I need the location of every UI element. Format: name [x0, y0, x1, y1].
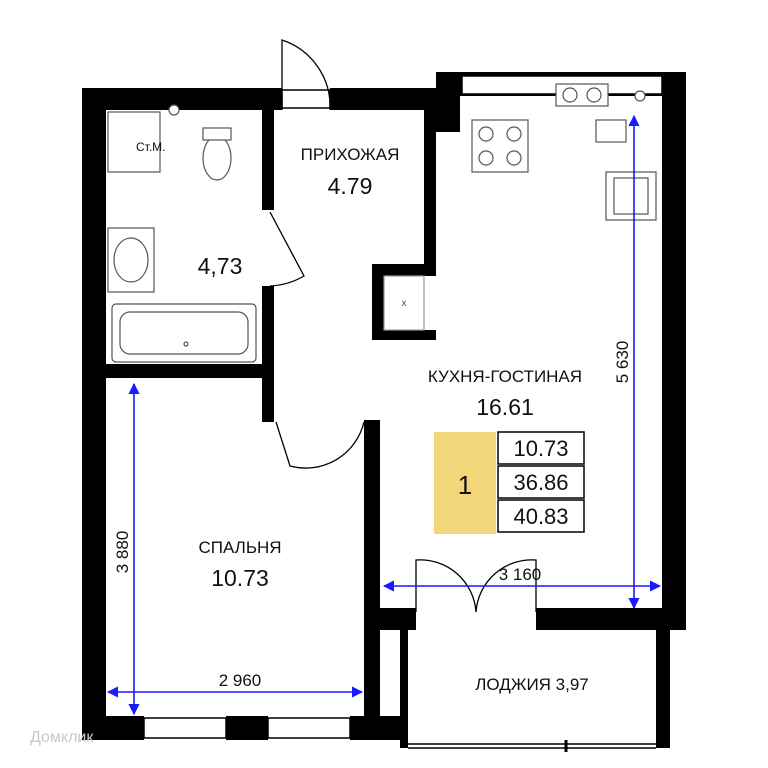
bathroom-area: 4,73: [198, 253, 243, 279]
loggia-label: ЛОДЖИЯ 3,97: [475, 675, 589, 694]
top-wall-hall: [330, 88, 440, 110]
partition-bedroom-living: [364, 420, 380, 720]
loggia-wall-right: [536, 608, 686, 630]
shaft-bottom: [372, 330, 436, 340]
sink-icon: [113, 237, 149, 283]
ventilation-shaft: [383, 275, 425, 331]
window-bedroom-2: [267, 717, 351, 739]
left-outer-wall: [82, 88, 106, 736]
loggia-wall-left: [380, 608, 416, 630]
bedroom-door: [275, 421, 365, 469]
loggia-left-wall: [400, 608, 408, 748]
windows: [143, 75, 663, 752]
right-outer-wall: [662, 72, 686, 612]
svg-text:x: x: [402, 298, 407, 309]
bottom-wall-mid: [226, 716, 268, 740]
watermark-text: Домклик: [30, 729, 94, 746]
dim-bedroom-width: 2 960: [219, 671, 262, 690]
washing-machine: [107, 111, 161, 173]
entrance-door: [281, 39, 331, 111]
partition-bath-bedroom: [82, 364, 274, 378]
window-bedroom-1: [143, 717, 227, 739]
walls: [82, 72, 686, 748]
loggia-right-wall: [656, 608, 670, 748]
kitchen-living-name: КУХНЯ-ГОСТИНАЯ: [428, 367, 582, 386]
loggia-door-left: [415, 559, 477, 613]
window-hall: [281, 89, 331, 109]
kitchen-living-area: 16.61: [476, 394, 534, 420]
fixtures: x: [107, 83, 657, 363]
hallway-name: ПРИХОЖАЯ: [301, 145, 400, 164]
toilet-tank: [202, 127, 232, 141]
loggia-door-right: [475, 559, 537, 613]
hallway-area: 4.79: [328, 173, 373, 199]
shaft-top: [372, 264, 436, 276]
bathroom-door: [269, 211, 305, 287]
doors: [269, 39, 537, 613]
stove-icon: [471, 119, 529, 173]
partition-bath-hall-lower: [262, 286, 274, 422]
shaft-left: [372, 264, 384, 340]
rooms-count: 1: [458, 470, 472, 500]
bedroom-name: СПАЛЬНЯ: [198, 538, 281, 557]
total-with-loggia-value: 40.83: [513, 504, 568, 529]
partition-bath-hall-upper: [262, 100, 274, 210]
partition-hall-kitchen: [424, 100, 436, 276]
rooms-count-box: [434, 432, 496, 534]
toilet-icon: [202, 135, 232, 181]
washer-label: Ст.М.: [136, 140, 166, 154]
bottom-wall-left: [82, 716, 144, 740]
area-summary: 1 10.73 36.86 40.83: [434, 431, 585, 534]
top-wall-bathroom: [82, 88, 282, 110]
dimension-lines: [106, 114, 662, 716]
boiler-icon: [595, 119, 627, 143]
living-area-value: 10.73: [513, 436, 568, 461]
dim-kitchen-width: 3 160: [499, 565, 542, 584]
dim-kitchen-height: 5 630: [613, 341, 632, 384]
dim-bedroom-height: 3 880: [113, 531, 132, 574]
bedroom-area: 10.73: [211, 565, 269, 591]
total-area-value: 36.86: [513, 470, 568, 495]
